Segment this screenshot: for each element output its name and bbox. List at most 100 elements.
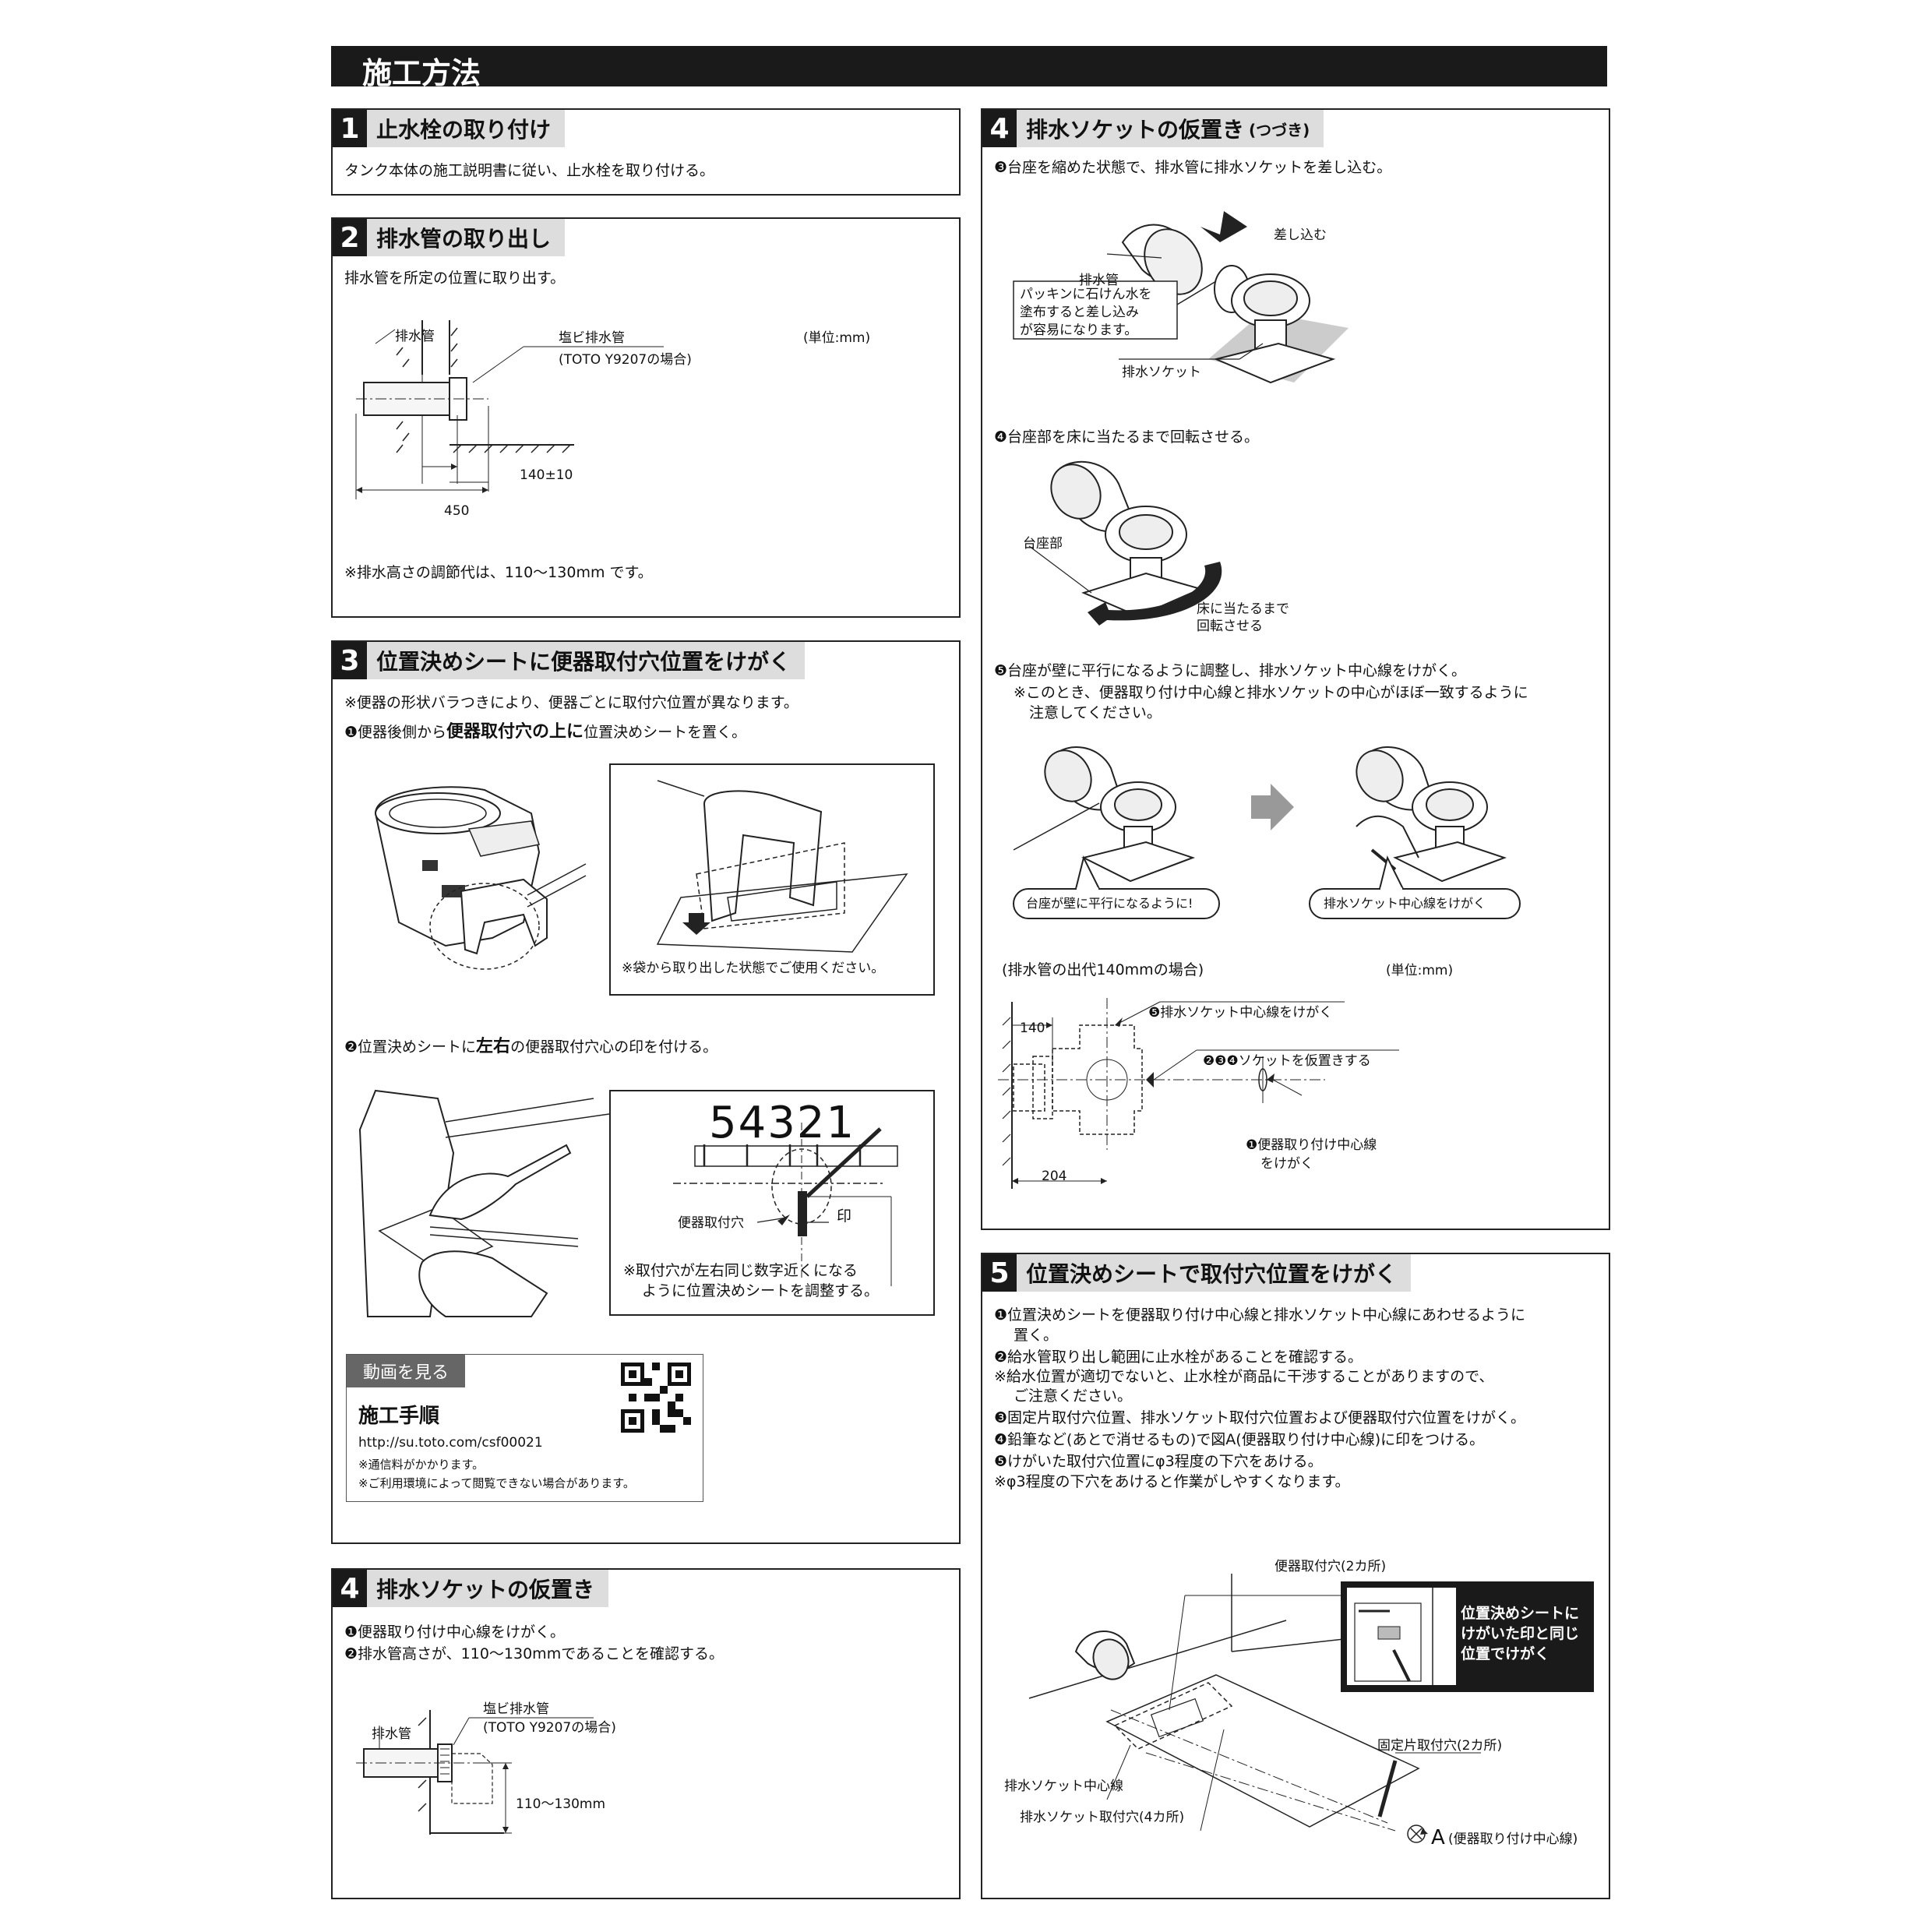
sec5-line-7: ❹鉛筆など(あとで消せるもの)で図A(便器取り付け中心線)に印をつける。 [994,1431,1485,1448]
video-link-box[interactable]: 動画を見る 施工手順 http://su.toto.com/csf00021 ※… [346,1354,703,1502]
video-header: 動画を見る [347,1355,465,1387]
video-note-2: ※ご利用環境によって閲覧できない場合があります。 [358,1476,635,1490]
inset-2-note-1: ※取付穴が左右同じ数字近くになる [623,1262,858,1279]
step-5-note-1: ※このとき、便器取り付け中心線と排水ソケットの中心がほぼ一致するように [1014,684,1528,701]
callout-line-1: 位置決めシートに [1461,1605,1580,1622]
pvc-label: 塩ビ排水管 [483,1701,549,1717]
section-5: 5 位置決めシートで取付穴位置をけがく ❶位置決めシートを便器取り付け中心線と排… [981,1253,1610,1899]
sec5-line-4: ※給水位置が適切でないと、止水栓が商品に干渉することがありますので、 [994,1368,1494,1385]
step-2-post: の便器取付穴心の印を付ける。 [510,1038,718,1056]
sec5-line-5: ご注意ください。 [1014,1387,1133,1405]
soap-note-3: が容易になります。 [1020,323,1138,338]
soap-note-1: パッキンに石けん水を [1020,287,1152,302]
rotate-label-2: 回転させる [1197,619,1263,634]
dims-label-3a: ❶便器取り付け中心線 [1246,1137,1377,1153]
dim-110-130: 110〜130mm [516,1796,606,1812]
pipe-label: 排水管 [372,1726,411,1742]
sec5-line-1: ❶位置決めシートを便器取り付け中心線と排水ソケット中心線にあわせるように [994,1306,1526,1324]
sec5-line-8: ❺けがいた取付穴位置にφ3程度の下穴をあける。 [994,1453,1323,1470]
section-2-text: 排水管を所定の位置に取り出す。 [344,270,566,287]
section-3-note: ※便器の形状バラつきにより、便器ごとに取付穴位置が異なります。 [344,694,799,711]
bubble-1: 台座が壁に平行になるように! [1026,896,1193,911]
socket-hole-label: 排水ソケット取付穴(4カ所) [1020,1810,1185,1825]
hole-label: 便器取付穴 [678,1215,744,1231]
section-number: 4 [982,110,1017,147]
step-3: ❸台座を縮めた状態で、排水管に排水ソケットを差し込む。 [994,159,1392,176]
step-2-bold: 左右 [476,1037,511,1056]
parallel-base-illustration [1013,746,1507,883]
toilet-hole-label: 便器取付穴(2カ所) [1274,1559,1387,1574]
fix-hole-label: 固定片取付穴(2カ所) [1377,1738,1503,1754]
dims-label-3b: をけがく [1260,1156,1313,1172]
unit-label: (単位:mm) [803,330,871,346]
section-title: 排水管の取り出し [367,219,566,256]
section-title: 止水栓の取り付け [367,110,566,147]
callout-line-3: 位置でけがく [1461,1645,1550,1662]
section-subtitle: (つづき) [1249,120,1310,139]
rotate-base-illustration [1028,460,1222,626]
section-3: 3 位置決めシートに便器取付穴位置をけがく ※便器の形状バラつきにより、便器ごと… [331,640,961,1544]
section-4a-header: 4 排水ソケットの仮置き [333,1570,609,1607]
inset-sheet-placement: ※袋から取り出した状態でご使用ください。 [609,763,935,996]
callout-line-2: けがいた印と同じ [1461,1625,1580,1642]
section-number: 1 [333,110,367,147]
section-1-header: 1 止水栓の取り付け [333,110,566,147]
section-5-header: 5 位置決めシートで取付穴位置をけがく [982,1254,1412,1292]
dims-label-2: ❷❸❹ソケットを仮置きする [1203,1053,1371,1069]
inset-2-note-2: ように位置決めシートを調整する。 [642,1282,880,1299]
sec5-line-3: ❷給水管取り出し範囲に止水栓があることを確認する。 [994,1349,1363,1366]
dim-450: 450 [444,503,470,519]
base-label: 台座部 [1023,536,1063,552]
dim-140: 140±10 [520,467,573,483]
sheet-placement-drawing [656,780,908,953]
inset-1-note: ※袋から取り出した状態でご使用ください。 [622,961,885,976]
socket-insert-illustration [1013,211,1349,384]
qr-code-icon[interactable] [621,1363,691,1433]
dims-label-1: ❺排水ソケット中心線をけがく [1148,1005,1333,1021]
step-5: ❺台座が壁に平行になるように調整し、排水ソケット中心線をけがく。 [994,662,1467,679]
floor-marking-illustration [1028,1574,1513,1843]
step-2-pre: ❷位置決めシートに [344,1038,477,1056]
dims-unit: (単位:mm) [1386,963,1454,978]
section-2-header: 2 排水管の取り出し [333,219,566,256]
step-1: ❶便器取り付け中心線をけがく。 [344,1624,566,1641]
a-label: A [1431,1826,1445,1849]
bubble-2: 排水ソケット中心線をけがく [1324,896,1486,911]
dims-caption: (排水管の出代140mmの場合) [1002,961,1204,978]
pipe-label: 排水管 [395,329,435,344]
section-title: 位置決めシートで取付穴位置をけがく [1017,1254,1412,1292]
sec5-line-9: ※φ3程度の下穴をあけると作業がしやすくなります。 [994,1473,1350,1490]
toilet-illustration [374,786,587,970]
section-2: 2 排水管の取り出し 排水管を所定の位置に取り出す。 [331,217,961,618]
section-title: 位置決めシートに便器取付穴位置をけがく [367,642,806,679]
section-4b: 4 排水ソケットの仮置き(つづき) ❸台座を縮めた状態で、排水管に排水ソケットを… [981,108,1610,1230]
step-2: ❷排水管高さが、110〜130mmであることを確認する。 [344,1645,724,1662]
section-number: 5 [982,1254,1017,1292]
rotate-label-1: 床に当たるまで [1197,601,1289,617]
marking-hand-illustration [358,1089,610,1317]
step-5-note-2: 注意してください。 [1029,704,1162,721]
section-3-header: 3 位置決めシートに便器取付穴位置をけがく [333,642,806,679]
section-number: 3 [333,642,367,679]
pipe-label: 排水管 [1079,273,1119,288]
scale-drawing [673,1123,898,1286]
section-1: 1 止水栓の取り付け タンク本体の施工説明書に従い、止水栓を取り付ける。 [331,108,961,196]
sec5-line-2: 置く。 [1014,1327,1059,1344]
video-note-1: ※通信料がかかります。 [358,1458,485,1472]
sec5-line-6: ❸固定片取付穴位置、排水ソケット取付穴位置および便器取付穴位置をけがく。 [994,1409,1526,1426]
section-title: 排水ソケットの仮置き [367,1570,609,1607]
sheet-detail-drawing [1347,1588,1456,1685]
step-1-pre: ❶便器後側から [344,724,447,741]
section-1-text: タンク本体の施工説明書に従い、止水栓を取り付ける。 [344,162,715,179]
scale-numbers: 54321 [709,1098,856,1148]
video-url[interactable]: http://su.toto.com/csf00021 [358,1435,543,1451]
mark-label: 印 [837,1208,852,1225]
drain-pipe-diagram [355,320,664,499]
step-4: ❹台座部を床に当たるまで回転させる。 [994,428,1260,446]
dim-140: 140 [1020,1021,1045,1036]
speech-bubbles [1013,855,1521,919]
section-title: 排水ソケットの仮置き(つづき) [1017,110,1324,147]
step-2: ❷位置決めシートに左右の便器取付穴心の印を付ける。 [344,1038,717,1056]
insert-label: 差し込む [1274,227,1327,243]
section-4b-header: 4 排水ソケットの仮置き(つづき) [982,110,1324,147]
